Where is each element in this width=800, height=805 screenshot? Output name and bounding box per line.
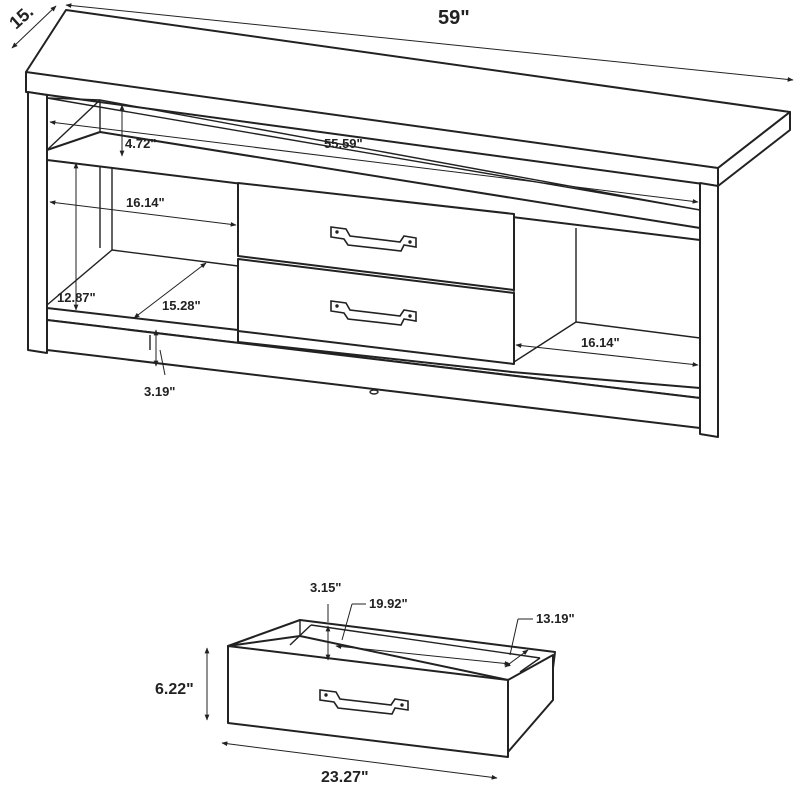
width-label: 59" [438,7,470,29]
inner-width-label: 55.59" [324,136,363,151]
base-plinth [46,319,701,429]
drawer-upper-handle [330,226,417,252]
drawer-inner-depth-label: 13.19" [536,611,575,626]
drawer-detail [227,619,556,758]
inner-width-dimension-line [49,120,699,204]
drawer-lower [237,258,515,365]
drawer-detail-handle [319,689,409,715]
cubby-height-text: 12.87" [57,290,96,305]
drawer-dimensions: 6.22" 23.27" 3.15" 19.92" 13.19" [155,580,575,786]
drawer-width-dimension-line [221,741,498,780]
right-cubby-width-label: 16.14" [581,335,620,350]
depth-dimension-line [11,5,57,49]
base-height-label: 3.19" [144,384,175,399]
drawer-width-label: 23.27" [321,769,369,786]
tv-stand [25,9,791,438]
drawer-inner-depth-dimension-line [504,649,529,668]
left-side-panel [27,91,48,354]
left-cubby-width-label: 16.14" [126,195,165,210]
width-dimension-line [65,3,794,82]
right-side-panel [699,182,719,438]
cubby-depth-label: 15.28" [162,298,201,313]
drawer-inner-width-label: 19.92" [369,596,408,611]
drawer-inner-height-label: 3.15" [310,580,341,595]
drawer-inner-width-dimension-line [335,644,511,666]
top-gap-label: 4.72" [125,136,156,151]
drawer-height-label: 6.22" [155,681,194,698]
cubby-depth-dimension-line [133,262,207,319]
right-cubby-width-dimension-line [515,343,699,367]
left-cubby-width-dimension-line [49,200,237,227]
drawer-lower-handle [330,300,417,326]
